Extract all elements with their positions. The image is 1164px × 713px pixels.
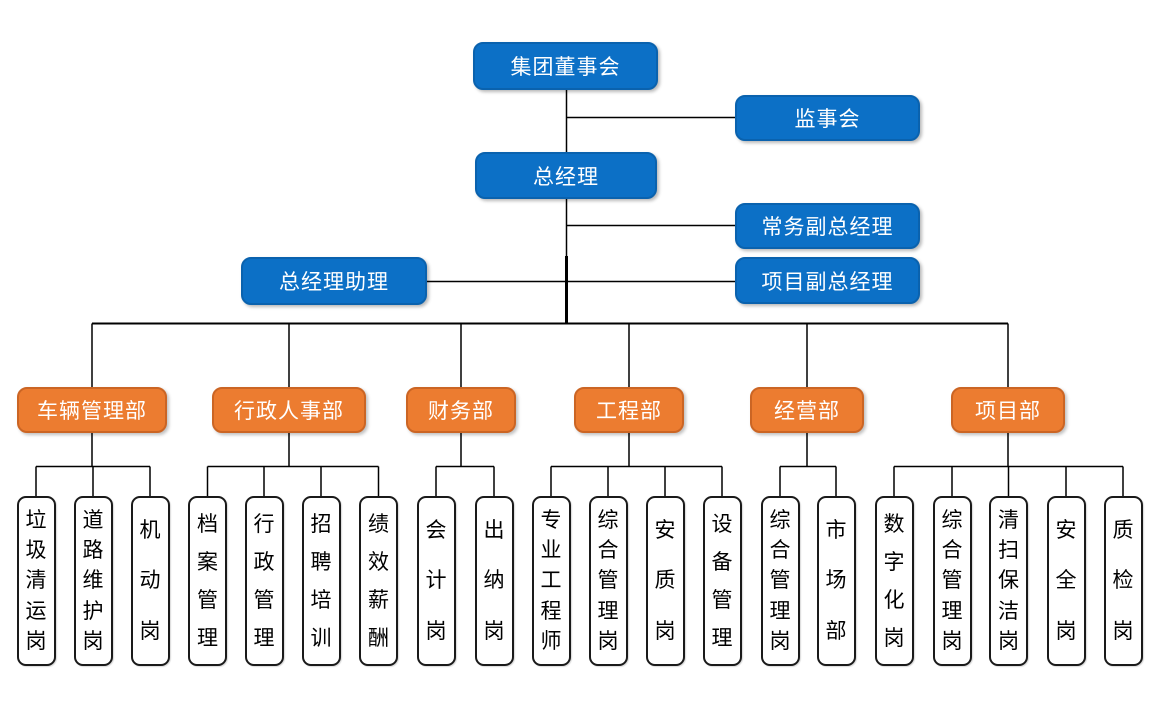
- org-node-dept-engineering[interactable]: 工程部: [574, 387, 684, 433]
- org-node-dept-admin-hr[interactable]: 行政人事部: [212, 387, 366, 433]
- org-node-exec-deputy-gm[interactable]: 常务副总经理: [735, 203, 920, 249]
- org-node-board[interactable]: 集团董事会: [473, 42, 658, 90]
- org-node-post-professional-engineer[interactable]: 专业工程师: [531, 496, 571, 666]
- org-node-general-manager[interactable]: 总经理: [475, 152, 657, 199]
- org-node-post-quality-inspection[interactable]: 质检岗: [1103, 496, 1143, 666]
- org-node-post-cashier[interactable]: 出纳岗: [474, 496, 514, 666]
- org-node-post-equipment-management[interactable]: 设备管理: [702, 496, 742, 666]
- org-node-dept-operations[interactable]: 经营部: [750, 387, 864, 433]
- org-node-post-safety-quality[interactable]: 安质岗: [645, 496, 685, 666]
- org-node-project-deputy-gm[interactable]: 项目副总经理: [735, 257, 920, 304]
- org-node-dept-project[interactable]: 项目部: [951, 387, 1065, 433]
- org-node-post-digitalization[interactable]: 数字化岗: [874, 496, 914, 666]
- org-node-post-market[interactable]: 市场部: [816, 496, 856, 666]
- org-node-post-mobile[interactable]: 机动岗: [130, 496, 170, 666]
- org-node-post-general-management-ops[interactable]: 综合管理岗: [760, 496, 800, 666]
- org-node-post-performance-payroll[interactable]: 绩效薪酬: [359, 496, 398, 666]
- org-node-dept-vehicle-management[interactable]: 车辆管理部: [17, 387, 167, 433]
- org-node-post-garbage-removal[interactable]: 垃圾清运岗: [16, 496, 56, 666]
- org-node-post-archives-management[interactable]: 档案管理: [188, 496, 227, 666]
- org-node-post-general-management-proj[interactable]: 综合管理岗: [932, 496, 972, 666]
- org-node-dept-finance[interactable]: 财务部: [406, 387, 516, 433]
- org-node-post-cleaning[interactable]: 清扫保洁岗: [989, 496, 1028, 666]
- org-node-post-safety[interactable]: 安全岗: [1046, 496, 1086, 666]
- org-node-gm-assistant[interactable]: 总经理助理: [241, 257, 427, 305]
- org-node-post-road-maintenance[interactable]: 道路维护岗: [73, 496, 113, 666]
- org-node-post-accounting[interactable]: 会计岗: [416, 496, 456, 666]
- org-node-post-admin-management[interactable]: 行政管理: [244, 496, 284, 666]
- org-node-post-general-management-eng[interactable]: 综合管理岗: [588, 496, 628, 666]
- org-node-supervisory-board[interactable]: 监事会: [735, 95, 920, 141]
- org-node-post-recruit-training[interactable]: 招聘培训: [301, 496, 341, 666]
